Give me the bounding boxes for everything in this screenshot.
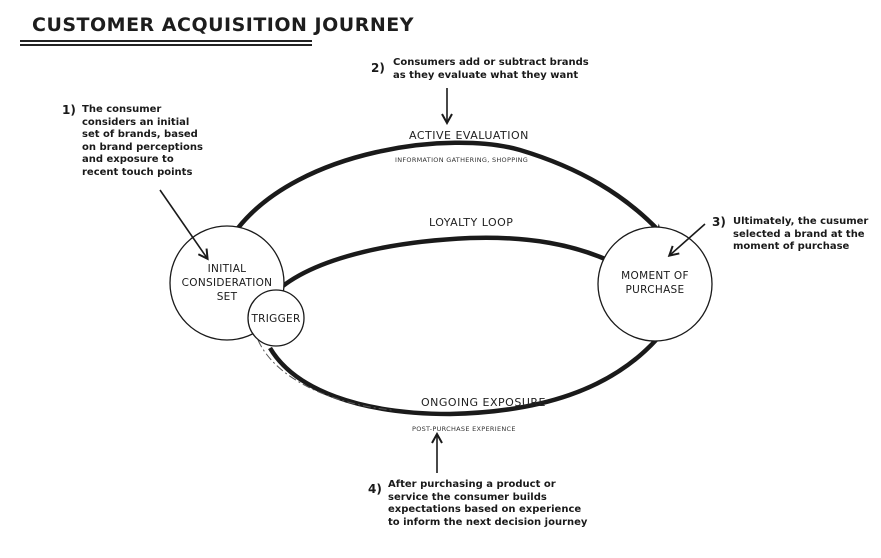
title-underline (20, 40, 312, 42)
note-3-text: Ultimately, the cusumer selected a brand… (733, 216, 868, 254)
note-4-line: expectations based on experience (388, 504, 582, 515)
note-1-line: on brand perceptions (82, 141, 203, 153)
note-2-number: 2) (371, 61, 385, 75)
note-1-arrow (159, 189, 207, 258)
moment-of-purchase-label: MOMENT OF PURCHASE (605, 269, 705, 297)
note-1-number: 1) (62, 103, 76, 117)
initial-line-2: CONSIDERATION (181, 277, 273, 289)
note-2-line: as they evaluate what they want (393, 69, 579, 81)
page-title: CUSTOMER ACQUISITION JOURNEY (32, 14, 414, 36)
active-evaluation-path (236, 140, 662, 234)
loyalty-loop-path (266, 235, 614, 302)
note-3-line: Ultimately, the cusumer (733, 216, 869, 227)
ongoing-exposure-path (268, 338, 658, 417)
loyalty-loop-label: LOYALTY LOOP (429, 216, 514, 229)
note-3-line: moment of purchase (733, 241, 850, 252)
initial-line-3: SET (216, 291, 238, 303)
note-2-line: Consumers add or subtract brands (393, 57, 589, 68)
note-4-line: service the consumer builds (388, 491, 547, 503)
note-1-text: The consumer considers an initial set of… (82, 104, 203, 179)
initial-consideration-label: INITIAL CONSIDERATION SET (177, 262, 277, 304)
trigger-circle (247, 289, 305, 347)
note-1-line: considers an initial (82, 116, 190, 128)
note-3-number: 3) (712, 215, 726, 229)
note-4-text: After purchasing a product or service th… (388, 479, 587, 529)
ongoing-exposure-label: ONGOING EXPOSURE (421, 396, 546, 409)
note-1-line: and exposure to (82, 154, 174, 165)
note-1-line: The consumer (82, 104, 162, 115)
note-3-arrow (670, 223, 706, 255)
note-1-line: recent touch points (82, 166, 193, 178)
active-evaluation-sublabel: INFORMATION GATHERING, SHOPPING (395, 156, 529, 164)
dash-dot-trail (257, 339, 393, 411)
note-4-line: After purchasing a product or (388, 479, 556, 490)
initial-line-1: INITIAL (207, 263, 247, 275)
note-4-number: 4) (368, 482, 382, 496)
moment-of-purchase-circle (597, 226, 713, 342)
trigger-label: TRIGGER (251, 313, 301, 325)
title-underline-second (20, 44, 312, 46)
note-1-line: set of brands, based (82, 129, 198, 140)
ongoing-exposure-sublabel: POST-PURCHASE EXPERIENCE (412, 425, 516, 433)
note-2-text: Consumers add or subtract brands as they… (393, 57, 589, 82)
purchase-line-1: MOMENT OF (621, 270, 689, 282)
purchase-line-2: PURCHASE (625, 284, 685, 296)
note-3-line: selected a brand at the (733, 228, 865, 240)
active-evaluation-label: ACTIVE EVALUATION (409, 129, 529, 142)
note-4-line: to inform the next decision journey (388, 516, 588, 528)
